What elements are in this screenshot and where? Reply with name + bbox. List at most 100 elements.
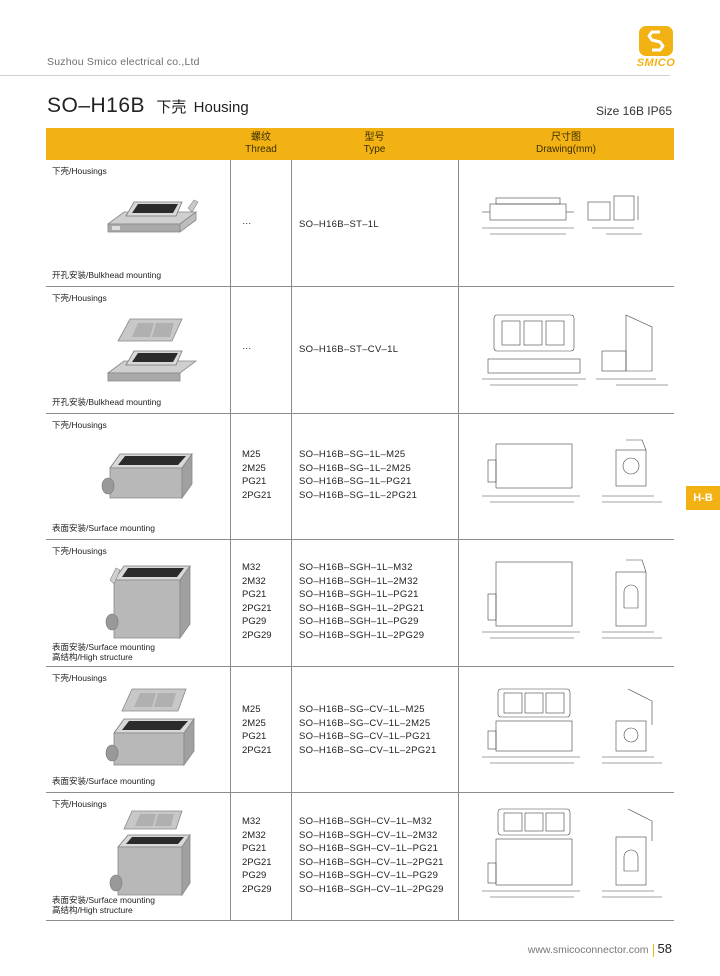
table-row: 下壳/Housings 开孔安装/Bulkhead mounting … SO–… — [46, 287, 674, 414]
row-label: 下壳/Housings — [52, 420, 107, 430]
thread-value: M25 — [242, 704, 261, 715]
type-value: SO–H16B–SG–CV–1L–PG21 — [299, 731, 431, 743]
mount-type: 表面安装/Surface mounting — [52, 642, 155, 652]
row-foot: 开孔安装/Bulkhead mounting — [52, 270, 161, 280]
mount-type: 开孔安装/Bulkhead mounting — [52, 270, 162, 280]
type-value: SO–H16B–SG–1L–2PG21 — [299, 489, 418, 501]
type-value: SO–H16B–SGH–1L–PG21 — [299, 589, 419, 601]
type-list: SO–H16B–ST–CV–1L — [299, 343, 398, 357]
table-row: 下壳/Housings 开孔安装/Bulkhead mounting … SO–… — [46, 160, 674, 287]
row-label: 下壳/Housings — [52, 546, 107, 556]
table-row: 下壳/Housings 表面安装/Surface mounting 高结构/Hi… — [46, 793, 674, 921]
thread-list: M32 2M32 PG21 2PG21 PG29 2PG29 — [242, 815, 272, 897]
section-tab: H-B — [686, 486, 720, 510]
type-value: SO–H16B–SG–1L–PG21 — [299, 476, 412, 488]
structure-type: 高结构/High structure — [52, 905, 133, 915]
col-drawing-en: Drawing(mm) — [536, 144, 596, 155]
type-list: SO–H16B–SG–CV–1L–M25 SO–H16B–SG–CV–1L–2M… — [299, 703, 437, 757]
thread-list: … — [242, 340, 252, 354]
thread-value: PG29 — [242, 870, 267, 882]
thread-value: PG29 — [242, 616, 267, 628]
thread-value: PG21 — [242, 589, 267, 601]
thread-value: 2M32 — [242, 829, 266, 841]
type-value: SO–H16B–SGH–CV–1L–2PG29 — [299, 883, 444, 895]
smico-s-icon — [639, 26, 673, 56]
mount-type: 开孔安装/Bulkhead mounting — [52, 397, 162, 407]
thread-value: 2PG21 — [242, 856, 272, 868]
type-value: SO–H16B–SGH–1L–2PG21 — [299, 602, 425, 614]
size-rating: Size 16B IP65 — [595, 104, 672, 118]
footer-separator — [652, 943, 654, 957]
type-value: SO–H16B–SG–1L–2M25 — [299, 462, 412, 474]
thread-value: 2PG29 — [242, 883, 272, 895]
dimension-drawing — [482, 195, 642, 235]
type-value: SO–H16B–SGH–CV–1L–2PG21 — [299, 856, 444, 868]
type-value: SO–H16B–SG–CV–1L–M25 — [299, 704, 425, 715]
type-value: SO–H16B–SGH–1L–PG29 — [299, 616, 419, 628]
type-list: SO–H16B–ST–1L — [299, 218, 379, 232]
thread-value: 2PG21 — [242, 602, 272, 614]
header-rule — [0, 75, 670, 76]
type-list: SO–H16B–SGH–1L–M32 SO–H16B–SGH–1L–2M32 S… — [299, 561, 424, 643]
housing-surface-high-image — [105, 564, 191, 640]
dimension-drawing — [482, 439, 662, 503]
type-value: SO–H16B–SGH–CV–1L–PG29 — [299, 870, 439, 882]
dimension-drawing — [482, 314, 668, 386]
company-name: Suzhou Smico electrical co.,Ltd — [47, 56, 200, 68]
thread-list: M25 2M25 PG21 2PG21 — [242, 703, 272, 757]
thread-list: … — [242, 215, 252, 229]
thread-value: 2PG21 — [242, 744, 272, 756]
type-value: SO–H16B–SGH–1L–M32 — [299, 562, 413, 573]
thread-value: M32 — [242, 562, 261, 573]
row-label: 下壳/Housings — [52, 673, 107, 683]
title-cn: 下壳 — [156, 99, 187, 116]
row-foot: 表面安装/Surface mounting 高结构/High structure — [52, 895, 155, 915]
type-value: SO–H16B–SG–CV–1L–2PG21 — [299, 744, 437, 756]
thread-value: 2PG29 — [242, 629, 272, 641]
col-type: 型号 Type — [291, 132, 458, 156]
housing-surface-high-cover-image — [109, 810, 191, 897]
type-value: SO–H16B–SGH–CV–1L–M32 — [299, 816, 433, 827]
table-row: 下壳/Housings 表面安装/Surface mounting M25 2M… — [46, 414, 674, 540]
thread-value: 2PG21 — [242, 489, 272, 501]
table-header: 螺纹 Thread 型号 Type 尺寸图 Drawing(mm) — [46, 128, 674, 160]
housing-surface-image — [101, 452, 193, 500]
type-value: SO–H16B–SGH–1L–2M32 — [299, 575, 419, 587]
col-thread: 螺纹 Thread — [231, 132, 291, 156]
row-label: 下壳/Housings — [52, 166, 107, 176]
thread-value: … — [242, 216, 252, 227]
dimension-drawing — [482, 808, 662, 898]
type-list: SO–H16B–SG–1L–M25 SO–H16B–SG–1L–2M25 SO–… — [299, 448, 417, 502]
structure-type: 高结构/High structure — [52, 652, 133, 662]
title-en: Housing — [193, 99, 249, 116]
col-thread-cn: 螺纹 — [251, 132, 271, 143]
page-number: 58 — [657, 941, 672, 956]
housing-bulkhead-cover-image — [106, 318, 198, 382]
logo-text: SMICO — [636, 57, 676, 69]
row-label: 下壳/Housings — [52, 799, 107, 809]
type-value: SO–H16B–SG–1L–M25 — [299, 449, 406, 460]
dimension-drawing — [482, 688, 662, 764]
thread-list: M25 2M25 PG21 2PG21 — [242, 448, 272, 502]
footer-url: www.smicoconnector.com — [527, 944, 649, 956]
type-value: SO–H16B–ST–1L — [299, 219, 379, 230]
title-model: SO–H16B — [47, 94, 146, 117]
thread-value: … — [242, 341, 252, 352]
table-row: 下壳/Housings 表面安装/Surface mounting 高结构/Hi… — [46, 540, 674, 667]
row-foot: 表面安装/Surface mounting — [52, 776, 155, 786]
thread-value: PG21 — [242, 731, 267, 743]
mount-type: 表面安装/Surface mounting — [52, 776, 155, 786]
thread-value: 2M25 — [242, 462, 266, 474]
table-row: 下壳/Housings 表面安装/Surface mounting M25 2M… — [46, 667, 674, 793]
type-value: SO–H16B–SGH–1L–2PG29 — [299, 629, 425, 641]
page-footer: www.smicoconnector.com 58 — [528, 941, 672, 957]
thread-value: M25 — [242, 449, 261, 460]
logo: SMICO — [636, 26, 676, 70]
row-foot: 表面安装/Surface mounting 高结构/High structure — [52, 642, 155, 662]
mount-type: 表面安装/Surface mounting — [52, 895, 155, 905]
housing-surface-cover-image — [105, 688, 195, 767]
col-drawing: 尺寸图 Drawing(mm) — [458, 132, 674, 156]
thread-value: PG21 — [242, 476, 267, 488]
dimension-drawing — [482, 559, 662, 639]
type-value: SO–H16B–SGH–CV–1L–PG21 — [299, 843, 439, 855]
